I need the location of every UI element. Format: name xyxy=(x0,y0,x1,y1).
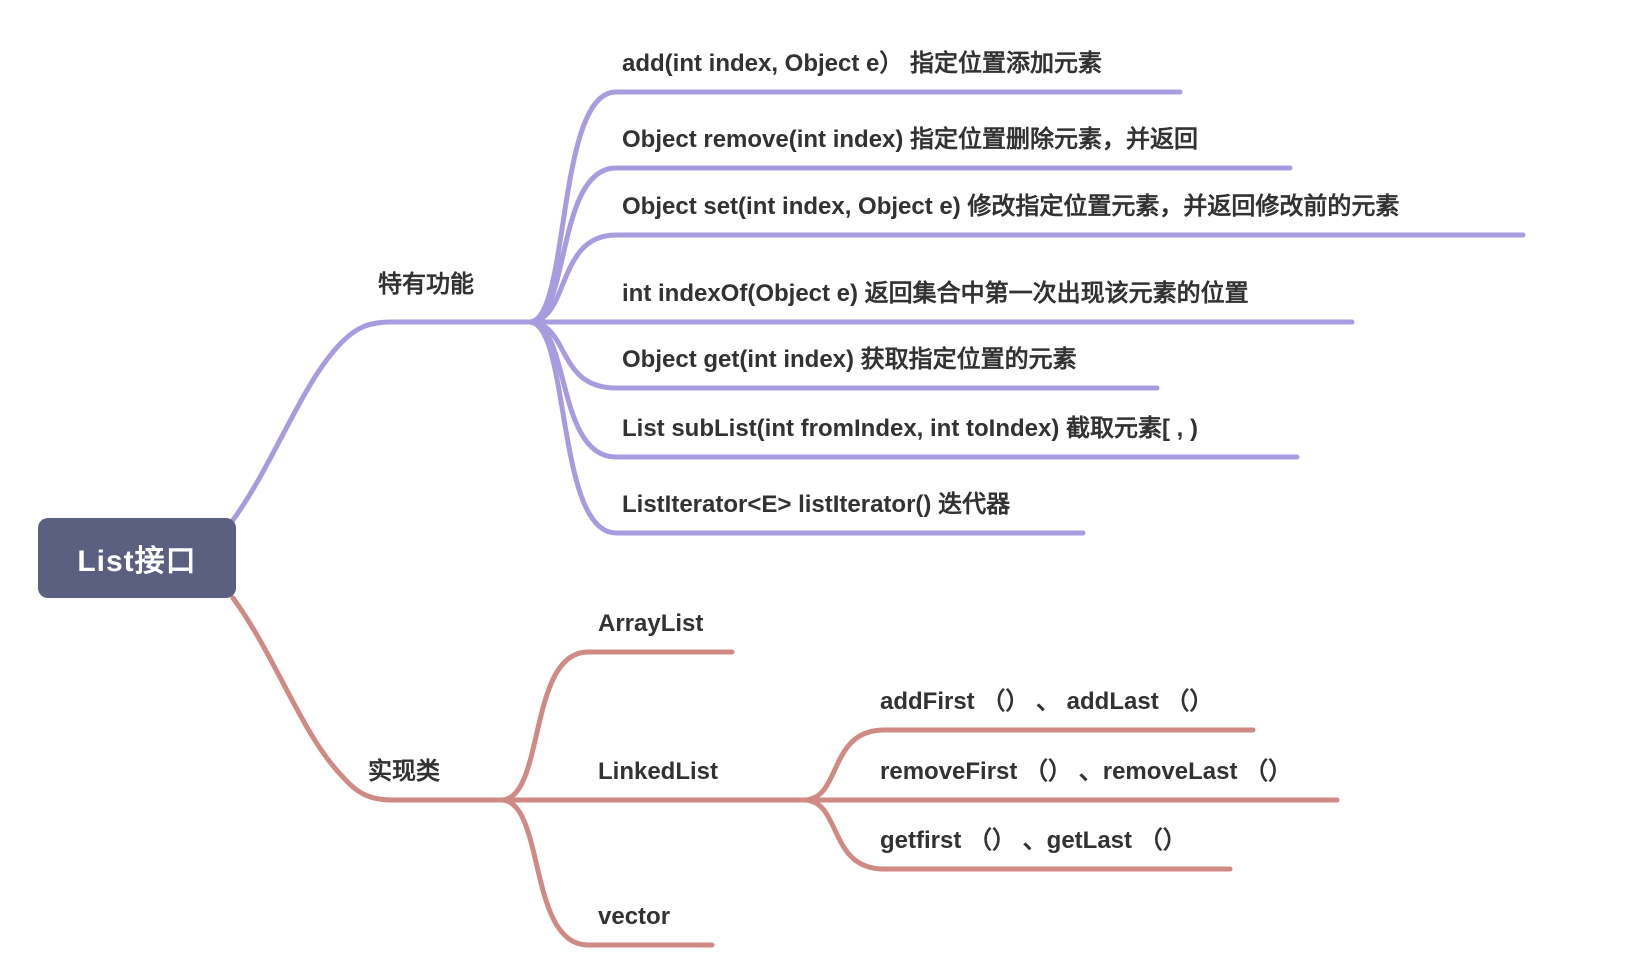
node-sublist-method[interactable]: List subList(int fromIndex, int toIndex)… xyxy=(622,415,1198,442)
branch-special-functions-label[interactable]: 特有功能 xyxy=(378,271,474,298)
edge-to-arraylist xyxy=(499,649,735,803)
branch-implementation-classes-label[interactable]: 实现类 xyxy=(368,758,440,785)
edge-to-listiterator xyxy=(527,319,1086,536)
root-node[interactable]: List接口 xyxy=(38,518,236,598)
node-vector[interactable]: vector xyxy=(598,903,671,930)
edge-root-to-implementations xyxy=(230,595,505,803)
node-get-method[interactable]: Object get(int index) 获取指定位置的元素 xyxy=(622,346,1077,373)
edge-to-getfirst xyxy=(802,797,1233,872)
edge-to-set xyxy=(527,232,1526,325)
node-indexof-method[interactable]: int indexOf(Object e) 返回集合中第一次出现该元素的位置 xyxy=(622,280,1249,307)
node-arraylist[interactable]: ArrayList xyxy=(598,610,704,637)
node-listiterator-method[interactable]: ListIterator<E> listIterator() 迭代器 xyxy=(622,491,1011,518)
node-linkedlist[interactable]: LinkedList xyxy=(598,758,719,785)
edge-to-vector xyxy=(499,797,715,948)
node-remove-method[interactable]: Object remove(int index) 指定位置删除元素，并返回 xyxy=(622,126,1199,153)
node-set-method[interactable]: Object set(int index, Object e) 修改指定位置元素… xyxy=(622,193,1400,220)
node-add-method[interactable]: add(int index, Object e） 指定位置添加元素 xyxy=(622,50,1103,77)
edge-to-addfirst xyxy=(802,727,1256,803)
edge-root-to-special-functions xyxy=(230,319,533,523)
node-getfirst-getlast[interactable]: getfirst （） 、getLast （） xyxy=(880,827,1187,854)
edge-to-remove xyxy=(527,165,1293,325)
node-removefirst-removelast[interactable]: removeFirst （） 、removeLast （） xyxy=(880,758,1293,785)
node-addfirst-addlast[interactable]: addFirst （） 、 addLast （） xyxy=(880,688,1214,715)
